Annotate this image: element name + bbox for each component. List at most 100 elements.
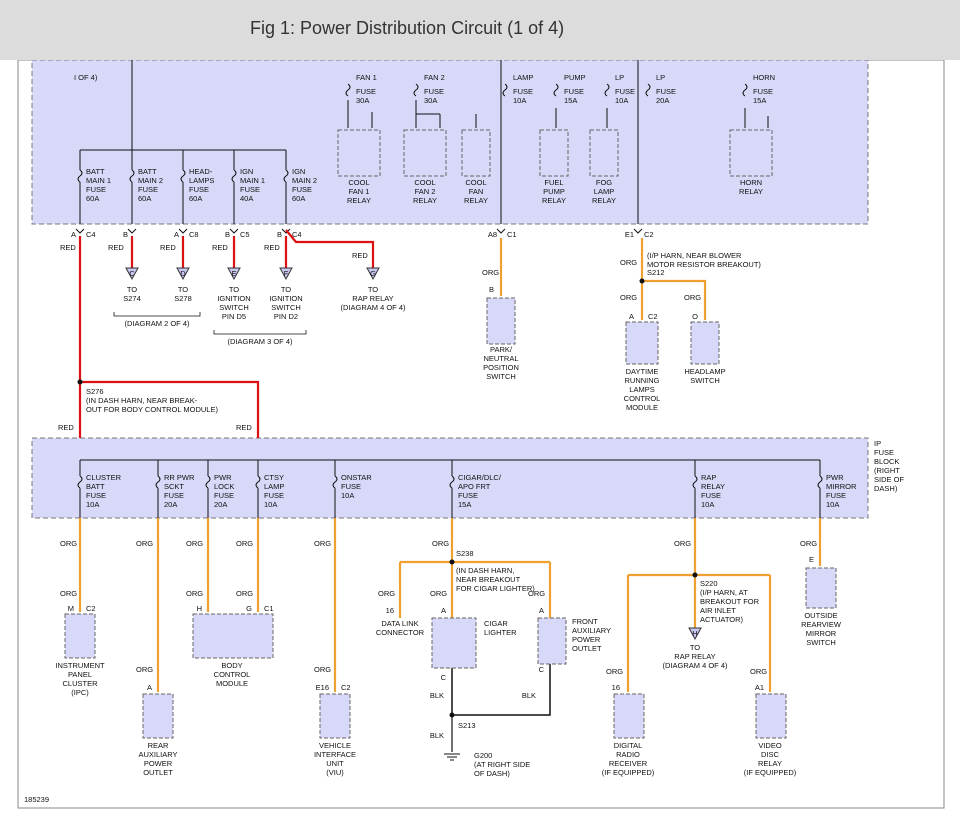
ipc-label: INSTRUMENT — [55, 661, 105, 670]
arrow-destination-label: S278 — [174, 294, 192, 303]
s276-note: (IN DASH HARN, NEAR BREAK- — [86, 396, 198, 405]
pin-label: A — [147, 683, 152, 692]
pin-label: M — [68, 604, 74, 613]
ip-block-side-label: FUSE — [874, 448, 894, 457]
ip-fuse-label: BATT — [86, 482, 105, 491]
arrow-destination-label: S274 — [123, 294, 141, 303]
relay-box — [539, 129, 569, 177]
park-neutral-label: POSITION — [483, 363, 519, 372]
ip-fuse-symbol — [155, 475, 161, 489]
connector-symbol — [229, 228, 239, 234]
mirror-switch-label: MIRROR — [806, 629, 837, 638]
ip-fuse-label: RELAY — [701, 482, 725, 491]
top-fuse-symbol — [502, 83, 508, 97]
arrow-h-label: RAP RELAY — [674, 652, 715, 661]
diagram-ref-label: (DIAGRAM 3 OF 4) — [227, 337, 293, 346]
video-relay-label: DISC — [761, 750, 780, 759]
relay-label: RELAY — [542, 196, 566, 205]
ip-fuse-label: 20A — [164, 500, 177, 509]
connector-symbol — [75, 228, 85, 234]
arrow-destination-label: IGNITION — [269, 294, 302, 303]
figure-title: Fig 1: Power Distribution Circuit (1 of … — [250, 18, 565, 38]
wire-color-label: ORG — [606, 667, 623, 676]
s238-label: S238 — [456, 549, 474, 558]
top-fuse-label: FUSE — [564, 87, 584, 96]
connector-arrow-f-letter: F — [284, 269, 289, 278]
drl-module-box — [625, 321, 659, 365]
wire-color-label: ORG — [60, 589, 77, 598]
ip-fuse-label: PWR — [214, 473, 232, 482]
dlc-label: DATA LINK — [381, 619, 418, 628]
s238-note: (IN DASH HARN, — [456, 566, 514, 575]
top-fuse-label: FUSE — [753, 87, 773, 96]
ip-fuse-symbol — [449, 475, 455, 489]
top-fuse-symbol — [742, 83, 748, 97]
main-fuse-label: MAIN 1 — [86, 176, 111, 185]
arrow-destination-label: (DIAGRAM 4 OF 4) — [340, 303, 406, 312]
main-fuse-symbol — [180, 169, 186, 183]
ip-fuse-label: 10A — [264, 500, 277, 509]
main-fuse-label: FUSE — [189, 185, 209, 194]
park-neutral-label: SWITCH — [486, 372, 516, 381]
wire-color-label: ORG — [800, 539, 817, 548]
wire-color-label: ORG — [620, 258, 637, 267]
g200-label: OF DASH) — [474, 769, 510, 778]
wire-color-label: ORG — [314, 539, 331, 548]
pin-label: C — [539, 665, 545, 674]
arrow-h-label: (DIAGRAM 4 OF 4) — [662, 661, 728, 670]
connector-arrow-c — [125, 267, 139, 281]
figure-number: 185239 — [24, 795, 49, 804]
connector-arrow-h-letter: H — [692, 629, 697, 638]
drl-label: LAMPS — [629, 385, 654, 394]
viu-box — [319, 693, 351, 739]
underhood-fuse-block — [31, 59, 869, 225]
s220-note: BREAKOUT FOR — [700, 597, 760, 606]
relay-label: RELAY — [413, 196, 437, 205]
viu-label: INTERFACE — [314, 750, 356, 759]
cigar-lighter-box — [431, 617, 477, 669]
connector-label: C2 — [341, 683, 351, 692]
front-outlet-box — [537, 617, 567, 665]
top-fuse-symbol — [553, 83, 559, 97]
mirror-switch-label: REARVIEW — [801, 620, 842, 629]
video-relay-label: (IF EQUIPPED) — [744, 768, 797, 777]
arrow-destination-label: TO — [127, 285, 137, 294]
relay-box — [337, 129, 381, 177]
main-fuse-label: 60A — [86, 194, 99, 203]
arrow-destination-label: SWITCH — [271, 303, 301, 312]
pin-label: B — [225, 230, 230, 239]
headlamp-switch-label: SWITCH — [690, 376, 720, 385]
ip-fuse-label: LOCK — [214, 482, 234, 491]
front-outlet-label: AUXILIARY — [572, 626, 611, 635]
arrow-destination-label: TO — [368, 285, 378, 294]
dlc-label: CONNECTOR — [376, 628, 425, 637]
ip-fuse-label: FUSE — [164, 491, 184, 500]
bcm-label: CONTROL — [214, 670, 251, 679]
ip-fuse-label: RR PWR — [164, 473, 195, 482]
s238-splice-dot — [449, 559, 455, 565]
ip-fuse-label: FUSE — [458, 491, 478, 500]
ip-fuse-label: FUSE — [341, 482, 361, 491]
top-fuse-label: 15A — [753, 96, 766, 105]
pin-label: E — [809, 555, 814, 564]
connector-arrow-f — [279, 267, 293, 281]
wire-color-label: RED — [352, 251, 368, 260]
front-outlet-label: POWER — [572, 635, 601, 644]
connector-label: C2 — [86, 604, 96, 613]
rear-outlet-box — [142, 693, 174, 739]
connector-label: C5 — [240, 230, 250, 239]
ip-fuse-symbol — [77, 475, 83, 489]
video-relay-label: RELAY — [758, 759, 782, 768]
s220-note: AIR INLET — [700, 606, 736, 615]
pin-label: B — [489, 285, 494, 294]
connector-label: C2 — [648, 312, 658, 321]
radio-label: RADIO — [616, 750, 640, 759]
main-fuse-label: FUSE — [138, 185, 158, 194]
top-fuse-partial-label: FAN 2 — [424, 73, 445, 82]
wire-color-label: ORG — [750, 667, 767, 676]
top-fuse-symbol — [645, 83, 651, 97]
ip-fuse-label: 10A — [341, 491, 354, 500]
connector-label: C4 — [86, 230, 96, 239]
ip-fuse-label: CTSY — [264, 473, 284, 482]
